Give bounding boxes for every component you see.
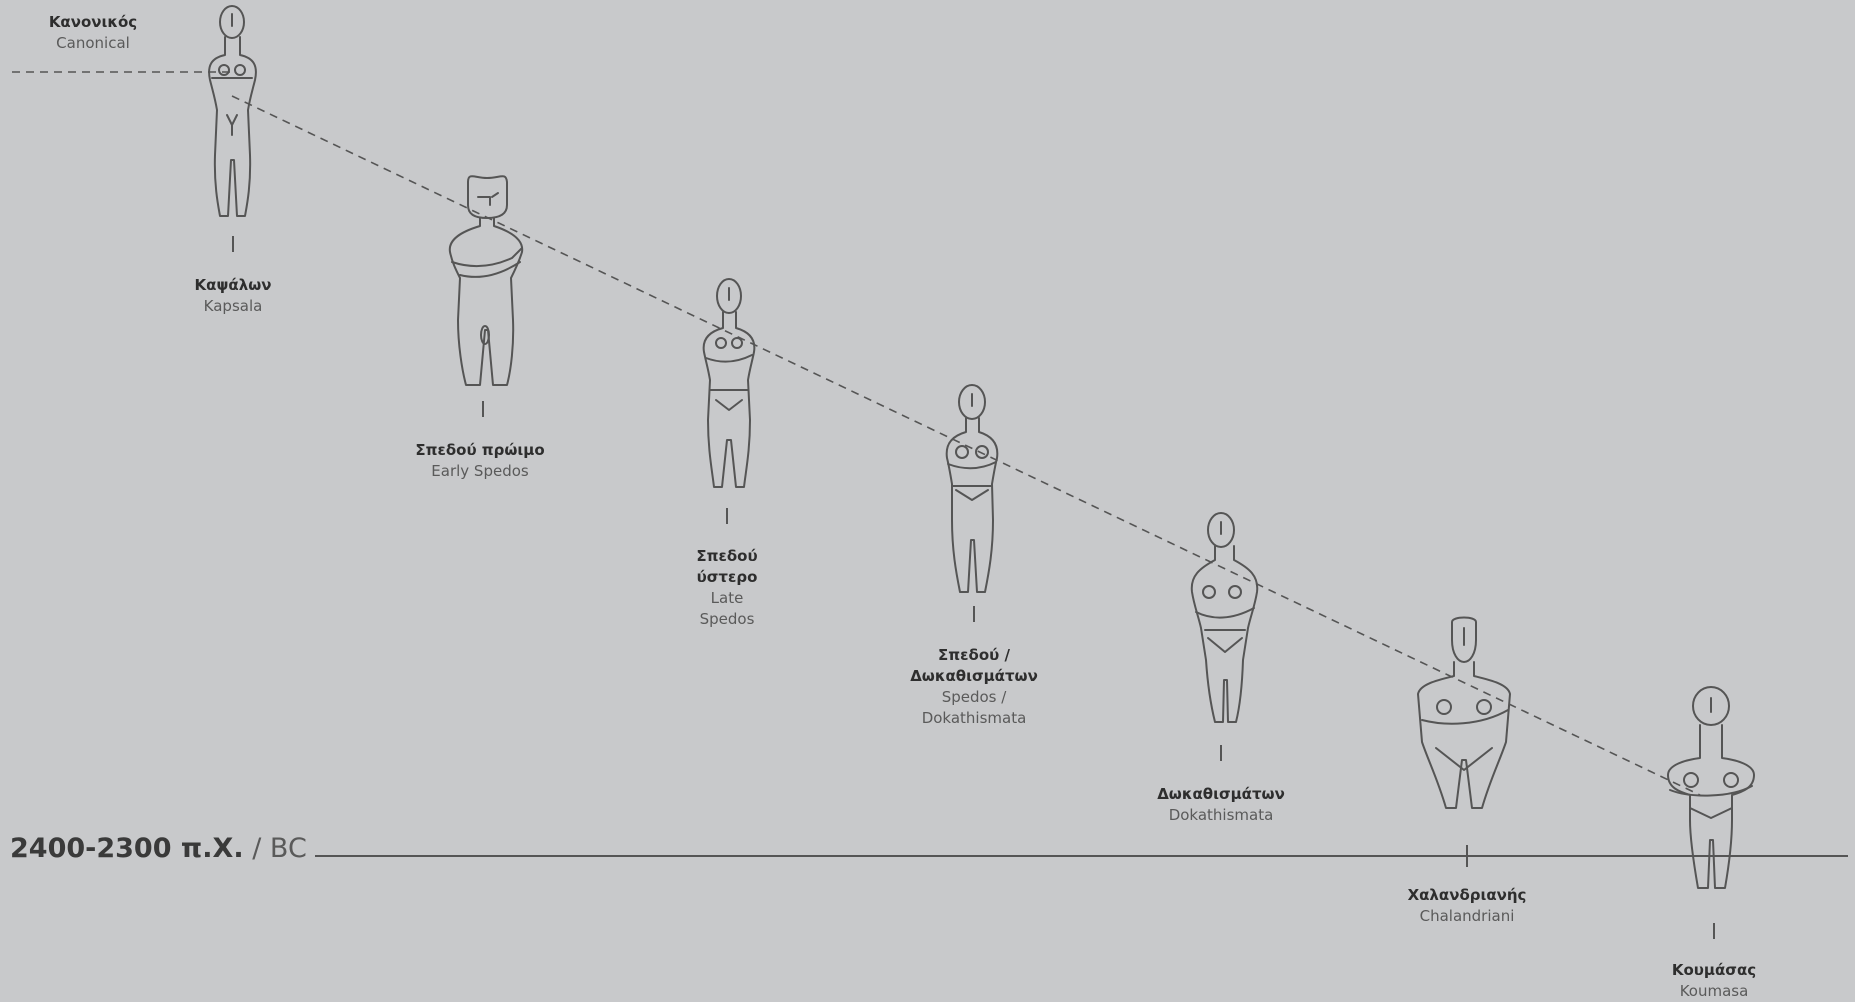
label-chalandriani: Χαλανδριανής Chalandriani bbox=[1408, 885, 1527, 927]
label-english: Spedos bbox=[699, 610, 755, 628]
figurine-kapsala bbox=[208, 5, 257, 217]
label-english: Dokathismata bbox=[1168, 806, 1274, 824]
label-early-spedos: Σπεδού πρώιμο Early Spedos bbox=[415, 440, 544, 482]
label-greek: Κουμάσας bbox=[1671, 961, 1757, 979]
label-kapsala: Καψάλων Kapsala bbox=[195, 275, 272, 317]
figurine-spedos-dokathismata bbox=[945, 384, 999, 593]
canonical-english: Canonical bbox=[56, 34, 130, 52]
label-greek: Σπεδού / bbox=[938, 646, 1010, 664]
figurine-late-spedos bbox=[702, 278, 756, 488]
label-english: Spedos / bbox=[941, 688, 1007, 706]
label-dokathismata: Δωκαθισμάτων Dokathismata bbox=[1157, 784, 1285, 826]
timeline-label: 2400-2300 π.Χ. / BC bbox=[10, 832, 307, 866]
label-late-spedos: Σπεδού ύστερο Late Spedos bbox=[696, 546, 757, 630]
canonical-greek: Κανονικός bbox=[48, 13, 138, 31]
label-greek: Χαλανδριανής bbox=[1407, 886, 1527, 904]
timeline-date: 2400-2300 π.Χ. bbox=[10, 833, 244, 864]
label-english: Late bbox=[710, 589, 744, 607]
timeline-unit: BC bbox=[269, 833, 307, 864]
canonical-trend-line bbox=[231, 95, 1701, 796]
figurine-early-spedos bbox=[448, 175, 524, 386]
figure-ticks bbox=[232, 236, 1715, 939]
label-english: Chalandriani bbox=[1419, 907, 1515, 925]
label-english: Early Spedos bbox=[431, 462, 529, 480]
label-greek: Δωκαθισμάτων bbox=[910, 667, 1038, 685]
label-greek: Σπεδού bbox=[696, 547, 758, 565]
label-english: Dokathismata bbox=[921, 709, 1027, 727]
label-english: Koumasa bbox=[1679, 982, 1749, 1000]
label-english: Kapsala bbox=[203, 297, 263, 315]
figurine-koumasa bbox=[1667, 686, 1755, 889]
timeline-separator: / bbox=[252, 833, 262, 864]
label-spedos-dokathismata: Σπεδού / Δωκαθισμάτων Spedos / Dokathism… bbox=[910, 645, 1038, 729]
label-koumasa: Κουμάσας Koumasa bbox=[1672, 960, 1756, 1002]
figurine-dokathismata bbox=[1190, 512, 1259, 723]
label-greek: Σπεδού πρώιμο bbox=[415, 441, 545, 459]
label-greek: Δωκαθισμάτων bbox=[1157, 785, 1285, 803]
canonical-label: Κανονικός Canonical bbox=[49, 12, 137, 54]
label-greek: Καψάλων bbox=[194, 276, 272, 294]
figurine-chalandriani bbox=[1417, 616, 1511, 809]
label-greek: ύστερο bbox=[696, 568, 758, 586]
